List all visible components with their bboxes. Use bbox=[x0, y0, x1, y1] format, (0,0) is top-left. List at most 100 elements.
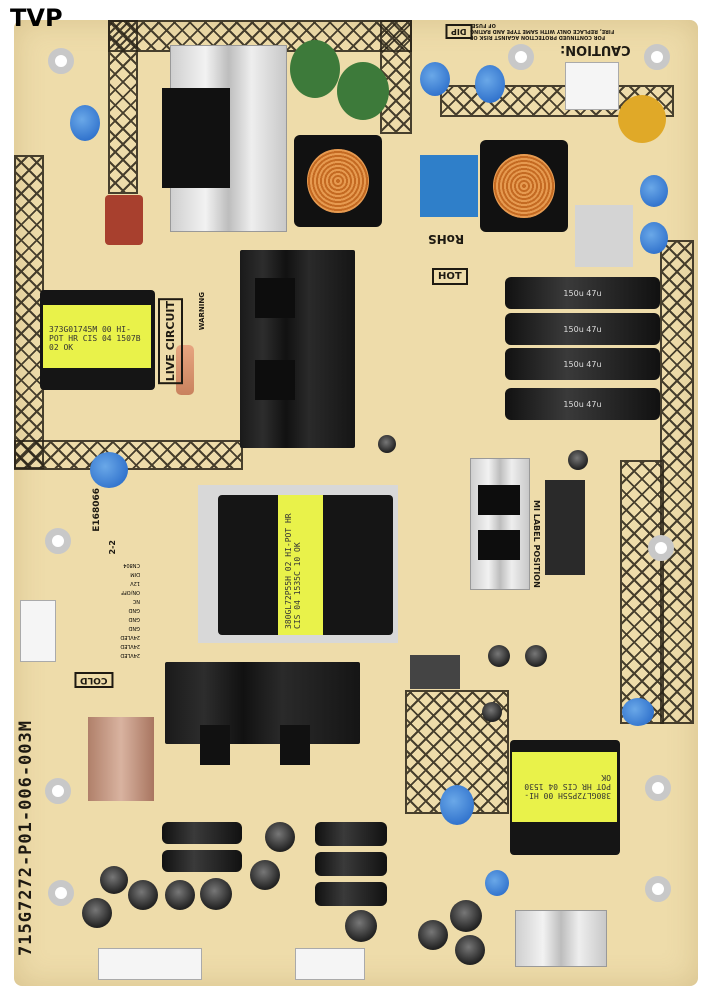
x-capacitor-grey bbox=[575, 205, 633, 267]
watermark-logo: TVP bbox=[10, 4, 63, 32]
caution-label: CAUTION: bbox=[560, 42, 631, 57]
y-capacitor bbox=[475, 65, 505, 103]
output-capacitor bbox=[162, 822, 242, 844]
mounting-hole bbox=[644, 44, 670, 70]
output-connector-bottom-right[interactable] bbox=[295, 948, 365, 980]
film-capacitor bbox=[105, 195, 143, 245]
output-capacitor bbox=[315, 852, 387, 876]
y-capacitor bbox=[440, 785, 474, 825]
pin-label: GND bbox=[128, 616, 140, 622]
electrolytic-capacitor bbox=[418, 920, 448, 950]
pin-label: 24VLED bbox=[120, 634, 140, 640]
bulk-capacitor: 150u 47u bbox=[505, 277, 660, 309]
y-capacitor bbox=[485, 870, 509, 896]
electrolytic-capacitor bbox=[165, 880, 195, 910]
mosfet bbox=[255, 278, 295, 318]
isolation-hatch-top bbox=[108, 20, 412, 52]
output-capacitor bbox=[162, 850, 242, 872]
bulk-capacitor: 150u 47u bbox=[505, 313, 660, 345]
mounting-hole bbox=[48, 880, 74, 906]
electrolytic-capacitor bbox=[488, 645, 510, 667]
bulk-capacitor: 150u 47u bbox=[505, 348, 660, 380]
electrolytic-capacitor bbox=[455, 935, 485, 965]
isolation-hatch-mid bbox=[14, 440, 243, 470]
live-circuit-label: LIVE CIRCUIT bbox=[158, 298, 183, 385]
capacitor-rating: 150u 47u bbox=[563, 324, 602, 334]
output-connector-bottom-left[interactable] bbox=[98, 948, 202, 980]
electrolytic-capacitor bbox=[250, 860, 280, 890]
dip-label: DIP bbox=[445, 24, 473, 39]
schottky-diode bbox=[478, 530, 520, 560]
mounting-hole bbox=[645, 775, 671, 801]
mounting-hole bbox=[508, 44, 534, 70]
pin-label: 12V bbox=[130, 580, 140, 586]
capacitor-rating: 150u 47u bbox=[563, 399, 602, 409]
pin-label: GND bbox=[128, 625, 140, 631]
resistor bbox=[176, 345, 194, 395]
rohs-mark: RoHS bbox=[428, 232, 465, 246]
electrolytic-capacitor bbox=[82, 898, 112, 928]
pin-label: GND bbox=[128, 607, 140, 613]
varistor bbox=[618, 95, 666, 143]
pin-label: DIM bbox=[130, 571, 140, 577]
mounting-hole bbox=[48, 48, 74, 74]
electrolytic-capacitor bbox=[128, 880, 158, 910]
schottky-diode bbox=[478, 485, 520, 515]
output-connector-cn804[interactable] bbox=[20, 600, 56, 662]
x-capacitor bbox=[420, 155, 478, 217]
electrolytic-capacitor bbox=[345, 910, 377, 942]
pin-label: ON/OFF bbox=[120, 589, 140, 595]
isolation-hatch-right-inner bbox=[620, 460, 664, 724]
isolation-hatch-right bbox=[660, 240, 694, 724]
common-mode-choke bbox=[480, 140, 568, 232]
led-transformer-label: 380GL72P55H 00 HI-POT HR CIS 04 1530 OK bbox=[512, 752, 617, 822]
hot-label: HOT bbox=[432, 268, 468, 285]
electrolytic-capacitor bbox=[378, 435, 396, 453]
isolation-hatch-center bbox=[380, 20, 412, 134]
transistor bbox=[280, 725, 310, 765]
ac-input-connector[interactable] bbox=[565, 62, 619, 110]
output-capacitor bbox=[315, 882, 387, 906]
barcode-label bbox=[545, 480, 585, 575]
output-capacitor bbox=[315, 822, 387, 846]
y-capacitor bbox=[622, 698, 654, 726]
y-capacitor bbox=[640, 222, 668, 254]
electrolytic-capacitor bbox=[568, 450, 588, 470]
y-capacitor bbox=[70, 105, 100, 141]
cold-label: COLD bbox=[74, 672, 114, 688]
secondary-heatsink-black bbox=[165, 662, 360, 744]
electrolytic-capacitor bbox=[200, 878, 232, 910]
main-transformer-label: 380GL72P55H 02 HI-POT HR CIS 04 1535C 10… bbox=[278, 495, 323, 635]
pin-label: 24VLED bbox=[120, 643, 140, 649]
common-mode-choke bbox=[294, 135, 382, 227]
pin-label: 24VLED bbox=[120, 652, 140, 658]
transformer-label: 373G01745M 00 HI-POT HR CIS 04 1507B 02 … bbox=[43, 305, 151, 368]
bridge-rectifier bbox=[162, 88, 230, 188]
pin-label: CN804 bbox=[123, 562, 140, 568]
y-capacitor bbox=[420, 62, 450, 96]
thermistor bbox=[337, 62, 389, 120]
y-capacitor bbox=[640, 175, 668, 207]
mounting-hole bbox=[645, 876, 671, 902]
thermistor bbox=[290, 40, 340, 98]
electrolytic-capacitor bbox=[265, 822, 295, 852]
mounting-hole bbox=[45, 528, 71, 554]
capacitor-rating: 150u 47u bbox=[563, 359, 602, 369]
connector-pin-table: 24VLED 24VLED 24VLED GND GND GND NC ON/O… bbox=[88, 560, 140, 659]
electrolytic-capacitor bbox=[482, 702, 502, 722]
capacitor-rating: 150u 47u bbox=[563, 288, 602, 298]
transistor bbox=[200, 725, 230, 765]
isolation-hatch-left-top bbox=[108, 20, 138, 194]
part-number: 715G7272-P01-006-003M bbox=[16, 720, 36, 956]
ul-code: E168066 bbox=[92, 488, 102, 532]
mi-label-position: MI LABEL POSITION bbox=[532, 500, 541, 588]
mounting-hole bbox=[45, 778, 71, 804]
mounting-hole bbox=[648, 535, 674, 561]
bulk-capacitor: 150u 47u bbox=[505, 388, 660, 420]
electrolytic-capacitor bbox=[100, 866, 128, 894]
pin-label: NC bbox=[132, 598, 140, 604]
electrolytic-capacitor bbox=[450, 900, 482, 932]
bottom-right-heatsink bbox=[515, 910, 607, 967]
copper-heatsink bbox=[88, 717, 154, 801]
secondary-heatsink bbox=[470, 458, 530, 590]
